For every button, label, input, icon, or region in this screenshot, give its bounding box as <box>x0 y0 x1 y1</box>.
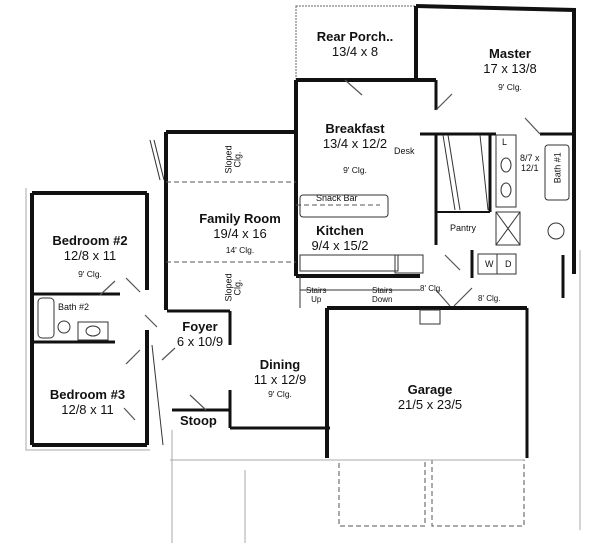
room-name: Rear Porch.. <box>316 29 394 44</box>
room-dimensions: 12/8 x 11 <box>61 401 114 417</box>
room-bedroom-2: Bedroom #2 12/8 x 11 9' Clg. <box>45 233 135 280</box>
room-bedroom-3: Bedroom #3 12/8 x 11 <box>40 387 135 418</box>
desk-label: Desk <box>394 146 415 156</box>
sloped-ceiling-top: Sloped Clg. <box>224 137 244 181</box>
room-dimensions: 13/4 x 12/2 <box>322 135 388 151</box>
sloped-ceiling-bottom: Sloped Clg. <box>224 265 244 309</box>
hall-ceiling-2: 8' Clg. <box>478 294 501 303</box>
ceiling-height: 9' Clg. <box>343 164 367 175</box>
room-name: Master <box>489 46 531 61</box>
ceiling-height: 9' Clg. <box>268 388 292 399</box>
ceiling-height: 9' Clg. <box>498 81 522 92</box>
snack-bar-label: Snack Bar <box>316 193 358 203</box>
room-name: Foyer <box>182 319 218 334</box>
master-bath-dimensions: 8/7 x 12/1 <box>520 153 540 174</box>
pantry-label: Pantry <box>450 223 477 233</box>
fixtures <box>37 134 570 341</box>
exterior-walls <box>30 4 576 458</box>
room-dimensions: 21/5 x 23/5 <box>397 396 463 412</box>
room-name: Dining <box>259 357 301 372</box>
room-name: Breakfast <box>325 121 385 136</box>
room-name: Stoop <box>180 413 217 428</box>
stairs-line1: Stairs <box>372 286 393 295</box>
stairs-up-label: Stairs Up <box>306 286 326 304</box>
room-name: Family Room <box>199 211 281 226</box>
room-dimensions: 19/4 x 16 <box>213 225 267 241</box>
closet-hatching <box>149 134 489 446</box>
room-name: Bedroom #3 <box>49 387 126 402</box>
room-dimensions: 17 x 13/8 <box>483 60 537 76</box>
room-dining: Dining 11 x 12/9 9' Clg. <box>240 357 320 400</box>
room-rear-porch: Rear Porch.. 13/4 x 8 <box>310 29 400 60</box>
room-dimensions: 11 x 12/9 <box>253 371 307 387</box>
room-name: Garage <box>407 382 453 397</box>
clg-label: Clg. <box>233 279 243 296</box>
room-dimensions: 12/8 x 11 <box>63 247 117 263</box>
site-outline <box>25 188 581 543</box>
room-dimensions: 6 x 10/9 <box>176 333 224 349</box>
bath-dim-line2: 12/1 <box>520 163 539 174</box>
room-stoop: Stoop <box>180 413 217 429</box>
linen-label: L <box>502 137 508 147</box>
bath-2-label: Bath #2 <box>58 302 90 312</box>
room-dimensions: 13/4 x 8 <box>331 43 379 59</box>
washer-label: W <box>485 259 494 269</box>
room-master: Master 17 x 13/8 9' Clg. <box>465 46 555 93</box>
dryer-label: D <box>505 259 512 269</box>
room-kitchen: Kitchen 9/4 x 15/2 <box>300 223 380 254</box>
room-family-room: Family Room 19/4 x 16 14' Clg. <box>185 211 295 256</box>
door-swings <box>99 79 541 421</box>
room-breakfast: Breakfast 13/4 x 12/2 9' Clg. <box>305 121 405 176</box>
stairs-line2: Down <box>372 295 393 305</box>
hall-ceiling-1: 8' Clg. <box>420 284 443 293</box>
room-dimensions: 9/4 x 15/2 <box>311 237 369 253</box>
bath-1-label: Bath #1 <box>552 152 563 184</box>
room-garage: Garage 21/5 x 23/5 <box>380 382 480 413</box>
ceiling-height: 14' Clg. <box>225 244 255 255</box>
stairs-line2: Up <box>311 295 322 305</box>
stairs-line1: Stairs <box>306 286 327 295</box>
ceiling-height: 9' Clg. <box>78 268 102 279</box>
room-foyer: Foyer 6 x 10/9 <box>172 319 228 350</box>
stairs-down-label: Stairs Down <box>372 286 392 304</box>
clg-label: Clg. <box>233 151 243 168</box>
room-name: Kitchen <box>316 223 364 238</box>
bath-dim-line1: 8/7 x <box>520 153 540 163</box>
room-name: Bedroom #2 <box>52 233 128 248</box>
